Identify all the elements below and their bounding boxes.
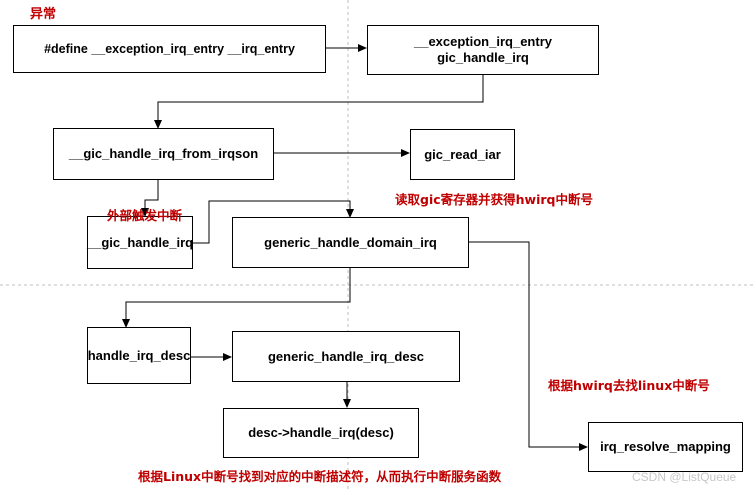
handle-irq-desc-box: handle_irq_desc bbox=[87, 327, 191, 384]
desc-handle-irq-box: desc->handle_irq(desc) bbox=[223, 408, 419, 458]
arrow-domain-to-resolve bbox=[469, 241, 588, 451]
read-gic-note: 读取gic寄存器并获得hwirq中断号 bbox=[395, 192, 593, 207]
find-linux-irq-note: 根据hwirq去找linux中断号 bbox=[548, 378, 710, 393]
watermark: CSDN @ListQueue bbox=[632, 470, 737, 484]
gic-handle-irq-from-irqson-box: __gic_handle_irq_from_irqson bbox=[53, 128, 274, 180]
arrow-exception-to-irqson bbox=[154, 75, 484, 129]
gic-handle-irq-box: __gic_handle_irq bbox=[87, 216, 193, 269]
arrow-domain-to-handle-desc bbox=[122, 268, 351, 328]
gic-read-iar-box: gic_read_iar bbox=[410, 129, 515, 180]
execute-service-note: 根据Linux中断号找到对应的中断描述符，从而执行中断服务函数 bbox=[138, 469, 502, 484]
define-box: #define __exception_irq_entry __irq_entr… bbox=[13, 25, 326, 73]
arrow-irqson-to-gic-handle bbox=[141, 178, 159, 217]
generic-handle-domain-irq-box: generic_handle_domain_irq bbox=[232, 217, 469, 268]
irq-resolve-mapping-box: irq_resolve_mapping bbox=[588, 422, 743, 472]
exception-note: 异常 bbox=[30, 7, 57, 22]
arrow-gic-handle-to-domain bbox=[193, 200, 354, 244]
exception-gic-box: __exception_irq_entry gic_handle_irq bbox=[367, 25, 599, 75]
generic-handle-irq-desc-box: generic_handle_irq_desc bbox=[232, 331, 460, 382]
external-trigger-note: 外部触发中断 bbox=[107, 208, 183, 223]
